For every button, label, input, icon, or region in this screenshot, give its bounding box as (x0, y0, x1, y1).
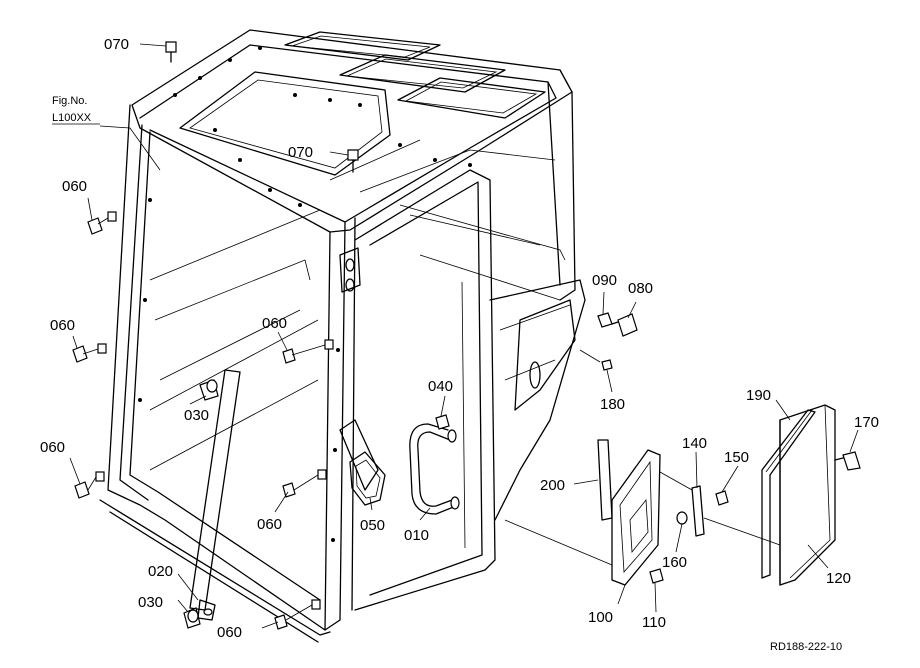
callout-150: 150 (724, 449, 749, 466)
bolt-080 (611, 313, 638, 337)
cover-050 (349, 451, 386, 506)
screw-060-4 (74, 471, 105, 499)
screw-060-6 (274, 599, 321, 630)
callout-100: 100 (588, 609, 613, 626)
bracket-140 (691, 485, 705, 537)
latch-170 (834, 451, 861, 471)
screw-060-1 (87, 211, 117, 235)
screw-060-5 (282, 469, 327, 498)
callout-020: 020 (148, 563, 173, 580)
callout-060-6: 060 (217, 624, 242, 641)
strip-200 (597, 439, 613, 521)
plug-180 (601, 359, 613, 371)
knob-030-upper (199, 379, 219, 401)
cabin-frame (99, 29, 586, 643)
fig-no-value: L100XX (52, 112, 92, 124)
frame-100 (611, 449, 661, 586)
callout-170: 170 (854, 414, 879, 431)
nut-090 (597, 312, 613, 328)
screw-110 (649, 568, 664, 584)
callout-060-1: 060 (62, 178, 87, 195)
callout-labels: Fig.No. L100XX 070 070 060 060 060 060 0… (40, 36, 879, 653)
callout-160: 160 (662, 554, 687, 571)
washer-160 (676, 511, 688, 525)
handle-010 (409, 423, 460, 515)
callout-060-3: 060 (262, 315, 287, 332)
screw-150 (715, 490, 729, 506)
callout-080: 080 (628, 280, 653, 297)
callout-190: 190 (746, 387, 771, 404)
screw-060-3 (282, 339, 334, 364)
callout-090: 090 (592, 272, 617, 289)
callout-060-4: 060 (40, 439, 65, 456)
reference-code: RD188-222-10 (770, 641, 842, 653)
callout-120: 120 (826, 570, 851, 587)
bolt-040 (435, 414, 450, 430)
callout-030-upper: 030 (184, 407, 209, 424)
callout-200: 200 (540, 477, 565, 494)
callout-040: 040 (428, 378, 453, 395)
callout-060-2: 060 (50, 317, 75, 334)
callout-070-roof: 070 (288, 144, 313, 161)
fig-no-label: Fig.No. (52, 95, 87, 107)
panel-120 (779, 404, 836, 586)
callout-140: 140 (682, 435, 707, 452)
callout-030-lower: 030 (138, 594, 163, 611)
callout-050: 050 (360, 517, 385, 534)
callout-070-top: 070 (104, 36, 129, 53)
leader-lines (69, 43, 859, 629)
bolt-070-roof (347, 149, 359, 173)
bolt-070-top (165, 41, 177, 63)
callout-110: 110 (642, 614, 666, 631)
knob-030-lower (183, 607, 201, 629)
callout-060-5: 060 (257, 516, 282, 533)
seal-190 (761, 409, 816, 579)
rod-020 (189, 369, 241, 621)
callout-180: 180 (600, 396, 625, 413)
screw-060-2 (72, 343, 107, 363)
callout-010: 010 (404, 527, 429, 544)
